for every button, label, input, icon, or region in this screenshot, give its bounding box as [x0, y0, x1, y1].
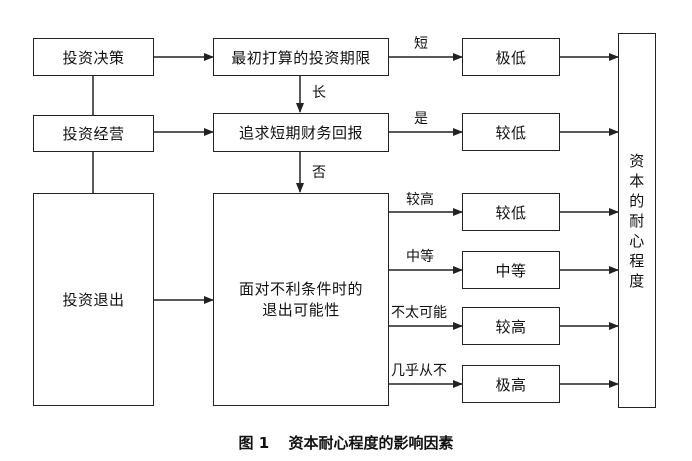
result-low-box-1: 较低 [462, 113, 560, 151]
invest-decision-box: 投资决策 [33, 38, 154, 76]
figure-number: 图 1 [238, 434, 270, 452]
patience-level-box: 资 本 的 耐 心 程 度 [618, 33, 656, 408]
invest-exit-label: 投资退出 [62, 291, 125, 309]
result-very-low-box: 极低 [462, 38, 560, 76]
result-medium-box: 中等 [462, 251, 560, 289]
result-very-low-label: 极低 [495, 48, 527, 67]
short-return-label: 追求短期财务回报 [238, 124, 363, 142]
adverse-exit-box: 面对不利条件时的 退出可能性 [213, 193, 389, 406]
figure-title: 资本耐心程度的影响因素 [288, 434, 454, 452]
invest-operation-box: 投资经营 [33, 115, 154, 152]
patience-char-7: 度 [629, 271, 645, 290]
result-very-high-label: 极高 [495, 375, 527, 394]
result-low-label-1: 较低 [495, 123, 527, 142]
invest-exit-box: 投资退出 [33, 193, 154, 406]
edge-label-long: 长 [312, 85, 326, 101]
patience-char-5: 心 [629, 231, 645, 250]
initial-period-box: 最初打算的投资期限 [213, 38, 389, 76]
figure-caption: 图 1 资本耐心程度的影响因素 [0, 432, 692, 453]
short-return-box: 追求短期财务回报 [213, 113, 389, 152]
edge-label-medium: 中等 [406, 249, 434, 265]
patience-char-2: 本 [629, 171, 645, 190]
initial-period-label: 最初打算的投资期限 [231, 48, 371, 67]
patience-char-6: 程 [629, 251, 645, 270]
edge-label-unlikely: 不太可能 [391, 305, 447, 321]
patience-char-1: 资 [629, 151, 645, 170]
edge-label-higher: 较高 [406, 192, 434, 208]
result-low-label-2: 较低 [495, 203, 527, 222]
edge-label-short: 短 [414, 36, 428, 52]
result-medium-label: 中等 [495, 261, 527, 280]
adverse-exit-line-2: 退出可能性 [262, 300, 340, 319]
invest-operation-label: 投资经营 [62, 125, 125, 143]
result-very-high-box: 极高 [462, 365, 560, 403]
adverse-exit-text: 面对不利条件时的 退出可能性 [239, 279, 363, 321]
patience-level-text: 资 本 的 耐 心 程 度 [629, 151, 645, 291]
edge-label-almost-not: 几乎从不 [391, 363, 447, 379]
invest-decision-label: 投资决策 [62, 48, 125, 67]
adverse-exit-line-1: 面对不利条件时的 [238, 279, 363, 298]
patience-char-4: 耐 [629, 211, 645, 230]
patience-char-3: 的 [629, 191, 645, 210]
edge-label-no: 否 [312, 165, 326, 181]
result-high-label: 较高 [495, 317, 527, 336]
edge-label-yes: 是 [414, 111, 428, 127]
result-low-box-2: 较低 [462, 193, 560, 231]
result-high-box: 较高 [462, 307, 560, 345]
